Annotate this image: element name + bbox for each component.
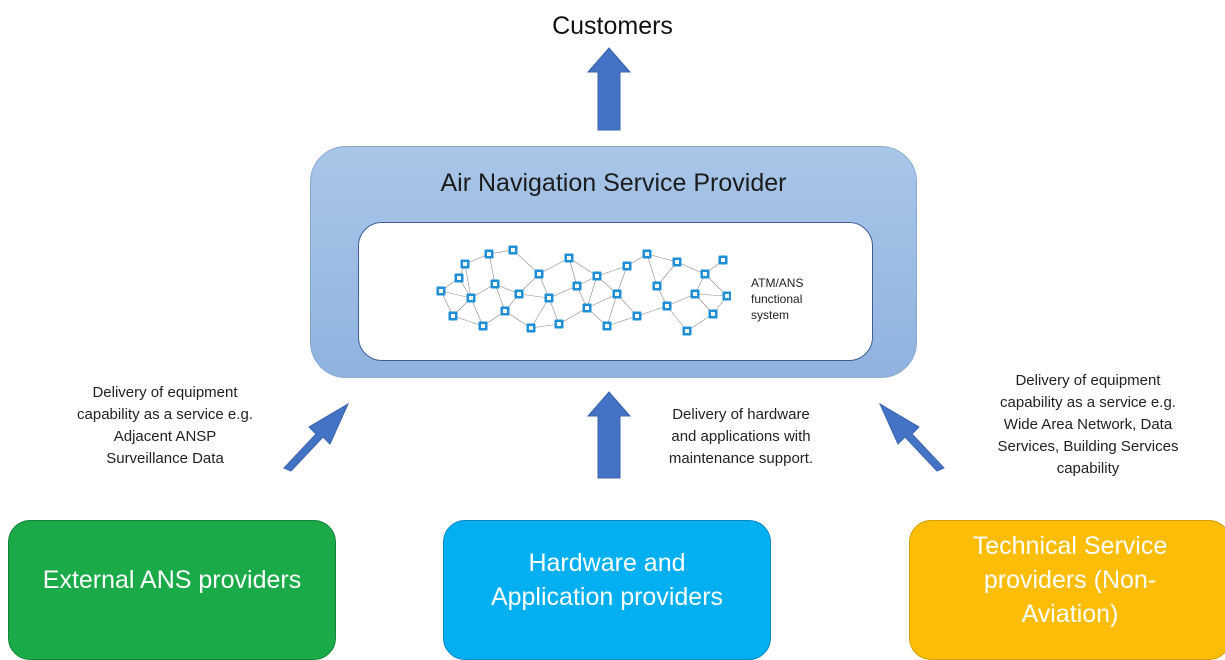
- external-ans-providers-box: External ANS providers: [8, 520, 336, 660]
- network-node-glyph: [567, 256, 571, 260]
- network-node-glyph: [487, 252, 491, 256]
- annotation-right: Delivery of equipment capability as a se…: [997, 372, 1179, 477]
- ansp-title: Air Navigation Service Provider: [440, 169, 787, 197]
- network-node-glyph: [529, 326, 533, 330]
- network-node-glyph: [675, 260, 679, 264]
- network-node-glyph: [665, 304, 669, 308]
- network-node-glyph: [685, 329, 689, 333]
- arrow-from-external: [283, 402, 350, 472]
- annotation-left: Delivery of equipment capability as a se…: [77, 384, 253, 467]
- ansp-box: Air Navigation Service Provider ATM/ANS …: [310, 146, 917, 378]
- network-node-glyph: [605, 324, 609, 328]
- network-node-glyph: [511, 248, 515, 252]
- network-node-glyph: [451, 314, 455, 318]
- arrow-to-customers: [586, 47, 632, 131]
- network-node-glyph: [517, 292, 521, 296]
- arrow-from-hardware: [586, 391, 632, 479]
- network-node-glyph: [557, 322, 561, 326]
- functional-system-box: ATM/ANS functional system: [358, 222, 873, 361]
- network-node-glyph: [481, 324, 485, 328]
- network-node-glyph: [595, 274, 599, 278]
- network-node-glyph: [693, 292, 697, 296]
- hardware-application-providers-box: Hardware and Application providers: [443, 520, 771, 660]
- network-graph-icon: [436, 245, 731, 336]
- customers-label: Customers: [552, 12, 673, 40]
- arrow-from-technical: [878, 402, 945, 472]
- network-node-glyph: [585, 306, 589, 310]
- network-node-glyph: [721, 258, 725, 262]
- network-node-glyph: [655, 284, 659, 288]
- network-node-glyph: [635, 314, 639, 318]
- network-node-glyph: [725, 294, 729, 298]
- network-node-glyph: [463, 262, 467, 266]
- network-node-glyph: [711, 312, 715, 316]
- network-node-glyph: [575, 284, 579, 288]
- network-node-glyph: [503, 309, 507, 313]
- network-node-glyph: [457, 276, 461, 280]
- network-node-glyph: [615, 292, 619, 296]
- network-node-glyph: [537, 272, 541, 276]
- network-node-glyph: [703, 272, 707, 276]
- technical-service-providers-box: Technical Service providers (Non- Aviati…: [909, 520, 1225, 660]
- network-node-glyph: [469, 296, 473, 300]
- network-node-glyph: [547, 296, 551, 300]
- network-node-glyph: [439, 289, 443, 293]
- annotation-center: Delivery of hardware and applications wi…: [668, 406, 814, 467]
- network-node-glyph: [493, 282, 497, 286]
- network-node-glyph: [625, 264, 629, 268]
- functional-system-label: ATM/ANS functional system: [751, 276, 804, 322]
- network-node-glyph: [645, 252, 649, 256]
